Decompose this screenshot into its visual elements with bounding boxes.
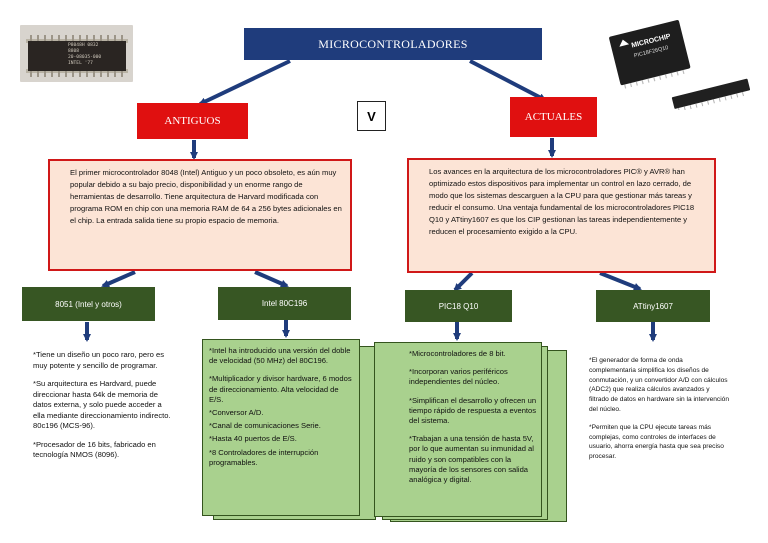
list-item: *Canal de comunicaciones Serie. xyxy=(209,421,321,431)
intel-8048-chip-photo: P8048H 0832 8808 20-08035-000 INTEL '77 xyxy=(20,25,133,82)
list-item: *8 Controladores de interrupción program… xyxy=(209,447,319,467)
versus-box: V xyxy=(357,101,386,131)
panel-80c196: *Intel ha introducido una versión del do… xyxy=(202,339,360,516)
arrow-desc-to-80c196 xyxy=(254,270,289,288)
branch-pic18-box: PIC18 Q10 xyxy=(405,290,512,322)
list-item: *Procesador de 16 bits, fabricado en tec… xyxy=(33,439,156,460)
branch-8051-box: 8051 (Intel y otros) xyxy=(22,287,155,321)
branch-80c196-box: Intel 80C196 xyxy=(218,287,351,320)
list-item: *El generador de forma de onda complemen… xyxy=(589,357,730,413)
microchip-chip-photo: MICROCHIP PIC18F26Q10 xyxy=(600,18,751,113)
antiguos-heading-box: ANTIGUOS xyxy=(137,103,248,139)
list-item: *Intel ha introducido una versión del do… xyxy=(209,346,351,366)
list-item: *Conversor A/D. xyxy=(209,408,264,418)
list-item: *Simplifican el desarrollo y ofrecen un … xyxy=(409,395,537,426)
list-item: *Hasta 40 puertos de E/S. xyxy=(209,434,297,444)
main-title: MICROCONTROLADORES xyxy=(318,36,468,51)
actuales-heading: ACTUALES xyxy=(524,111,583,123)
branch-attiny-box: ATtiny1607 xyxy=(596,290,710,322)
versus-label: V xyxy=(367,108,376,124)
list-item: *Microcontroladores de 8 bit. xyxy=(409,349,506,358)
list-item: *Su arquitectura es Hardvard, puede dire… xyxy=(33,379,171,430)
branch-80c196-label: Intel 80C196 xyxy=(261,299,308,308)
list-attiny: *El generador de forma de onda complemen… xyxy=(589,356,731,470)
list-8051: *Tiene un diseño un poco raro, pero es m… xyxy=(33,350,173,469)
antiguos-description-box: El primer microcontrolador 8048 (Intel) … xyxy=(48,159,352,271)
dip-chip-icon xyxy=(26,35,128,77)
arrow-title-to-actuales xyxy=(469,59,547,102)
chip-marking-line: 20-08035-000 xyxy=(68,55,102,60)
actuales-description-box: Los avances en la arquitectura de los mi… xyxy=(407,158,716,273)
chip-marking-line: P8048H 0832 xyxy=(68,43,99,48)
actuales-description: Los avances en la arquitectura de los mi… xyxy=(429,167,695,236)
arrow-desc-to-pic18 xyxy=(453,271,474,292)
branch-attiny-label: ATtiny1607 xyxy=(633,301,673,311)
arrow-desc-to-8051 xyxy=(101,270,136,288)
antiguos-heading: ANTIGUOS xyxy=(164,115,221,127)
list-item: *Permiten que la CPU ejecute tareas más … xyxy=(589,423,724,461)
list-item: *Tiene un diseño un poco raro, pero es m… xyxy=(33,350,165,370)
actuales-heading-box: ACTUALES xyxy=(510,97,597,137)
qfp-and-dip-chip-icon: MICROCHIP PIC18F26Q10 xyxy=(609,20,751,113)
list-item: *Multiplicador y divisor hardware, 6 mod… xyxy=(209,374,352,404)
arrow-title-to-antiguos xyxy=(198,59,291,106)
chip-marking-line: INTEL '77 xyxy=(68,61,93,66)
list-item: *Incorporan varios periféricos independi… xyxy=(409,367,508,387)
antiguos-description: El primer microcontrolador 8048 (Intel) … xyxy=(70,168,342,225)
branch-pic18-label: PIC18 Q10 xyxy=(438,301,479,311)
panel-pic18: *Microcontroladores de 8 bit. *Incorpora… xyxy=(374,342,542,517)
arrow-desc-to-attiny xyxy=(599,271,642,291)
list-item: *Trabajan a una tensión de hasta 5V, por… xyxy=(409,434,534,485)
branch-8051-label: 8051 (Intel y otros) xyxy=(55,299,122,309)
chip-marking-line: 8808 xyxy=(68,49,80,54)
chip-markings: P8048H 0832 8808 20-08035-000 INTEL '77 xyxy=(68,43,128,67)
main-title-box: MICROCONTROLADORES xyxy=(244,28,542,60)
